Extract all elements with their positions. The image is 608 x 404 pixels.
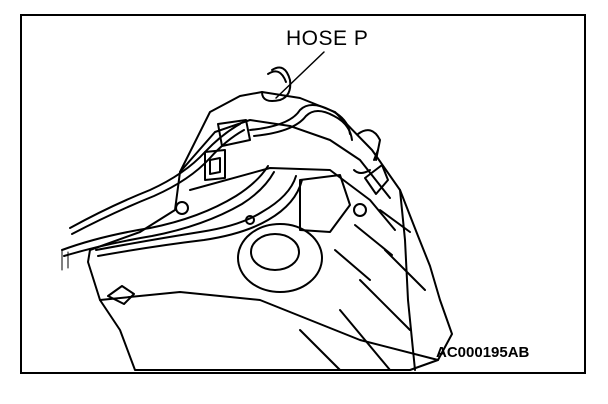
left-bracket-inner (209, 157, 221, 175)
bolt-hole (353, 203, 367, 217)
hose-p-label: HOSE P (286, 27, 369, 50)
hose-to-right (249, 104, 351, 135)
mount-tab (107, 285, 135, 305)
return-line (97, 179, 303, 257)
tank-underside-lines (299, 209, 426, 371)
return-line (95, 175, 297, 251)
figure-frame (20, 14, 586, 374)
hose-clip (217, 119, 251, 147)
tank-top-surface (179, 119, 391, 199)
bolt-hole (175, 201, 189, 215)
hose-end (357, 129, 381, 161)
figure-id: AC000195AB (436, 344, 530, 361)
callout-leader (275, 51, 325, 99)
fuel-line (63, 171, 275, 257)
fuel-pump-cap (250, 233, 300, 271)
tank-outline (87, 91, 453, 371)
hose-p (261, 66, 292, 102)
tank-front-edge (99, 291, 439, 361)
left-bracket (204, 149, 226, 181)
end-cap-hatch (61, 249, 69, 271)
hose-to-right (253, 110, 353, 141)
tank-ridge (189, 167, 396, 231)
tank-side-edge (399, 189, 416, 371)
vapor-line (71, 129, 245, 235)
vapor-line (69, 123, 241, 229)
fuel-line (61, 165, 269, 251)
filler-neck (364, 164, 389, 195)
hose-p (267, 70, 287, 83)
pump-bracket (299, 174, 351, 233)
fuel-pump-flange (237, 223, 323, 293)
